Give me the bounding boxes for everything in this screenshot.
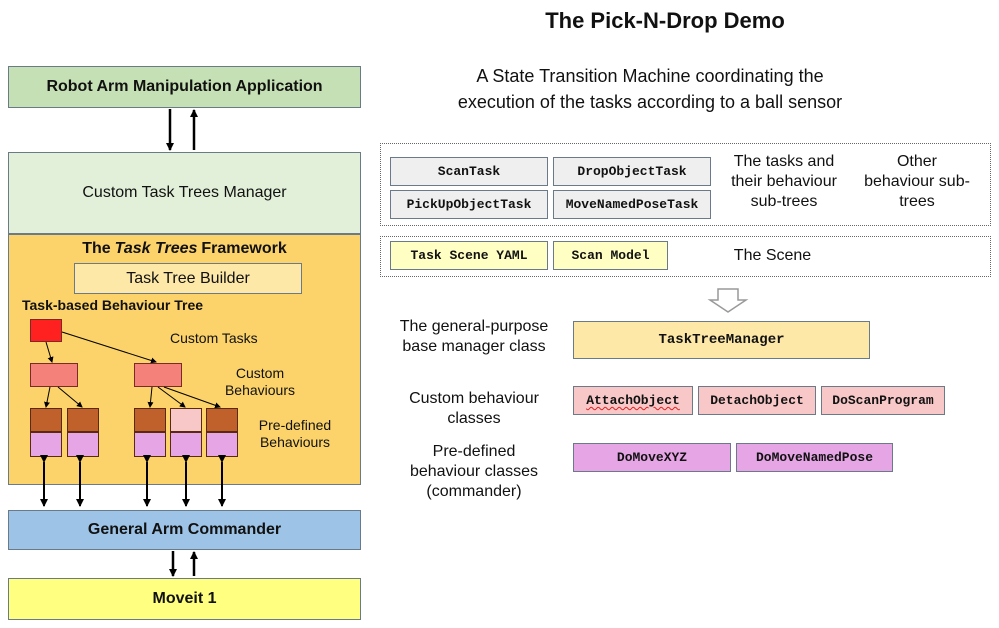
tree-leaf-top-3 [134,408,166,432]
custom-tasks-label: Custom Tasks [170,330,258,346]
predefined-behaviour-classes-label: Pre-defined behaviour classes (commander… [409,443,539,500]
scene-task-yaml: Task Scene YAML [390,241,548,270]
scene-scan-model: Scan Model [553,241,668,270]
custom-task-trees-manager-box: Custom Task Trees Manager [8,152,361,234]
task-tree-manager-class: TaskTreeManager [573,321,870,359]
page-title: The Pick-N-Drop Demo [545,8,785,34]
task-move-named-pose: MoveNamedPoseTask [553,190,711,219]
general-arm-commander-box: General Arm Commander [8,510,361,550]
framework-title: The Task Trees Framework [82,240,287,257]
tasks-panel [380,143,991,226]
tree-leaf-top-2 [67,408,99,432]
tree-leaf-bottom-1 [30,432,62,457]
do-move-named-pose-class: DoMoveNamedPose [736,443,893,472]
detach-object-class: DetachObject [698,386,816,415]
task-tree-builder-box: Task Tree Builder [74,263,302,294]
moveit-box: Moveit 1 [8,578,361,620]
do-scan-program-class: DoScanProgram [821,386,945,415]
tree-leaf-top-1 [30,408,62,432]
tasks-label: The tasks and their behaviour sub-trees [731,153,837,210]
tree-leaf-top-5 [206,408,238,432]
scene-panel [380,236,991,277]
robot-arm-application-box: Robot Arm Manipulation Application [8,66,361,108]
tree-root-task-node [30,319,62,342]
custom-behaviour-classes-label: Custom behaviour classes [409,390,539,427]
tree-behaviour-node-right [134,363,182,387]
subtitle-line-1: A State Transition Machine coordinating … [476,65,824,86]
task-pick-up-object: PickUpObjectTask [390,190,548,219]
subtitle-line-2: execution of the tasks according to a ba… [457,91,843,112]
attach-object-class: AttachObject [573,386,693,415]
tree-leaf-top-4 [170,408,202,432]
tree-leaf-bottom-4 [170,432,202,457]
other-subtrees-label: Other behaviour sub- trees [864,153,970,210]
scene-label: The Scene [733,247,812,264]
task-drop-object: DropObjectTask [553,157,711,186]
task-scan: ScanTask [390,157,548,186]
general-purpose-label: The general-purpose base manager class [399,318,549,355]
tree-label: Task-based Behaviour Tree [22,297,204,313]
tree-behaviour-node-left [30,363,78,387]
do-move-xyz-class: DoMoveXYZ [573,443,731,472]
